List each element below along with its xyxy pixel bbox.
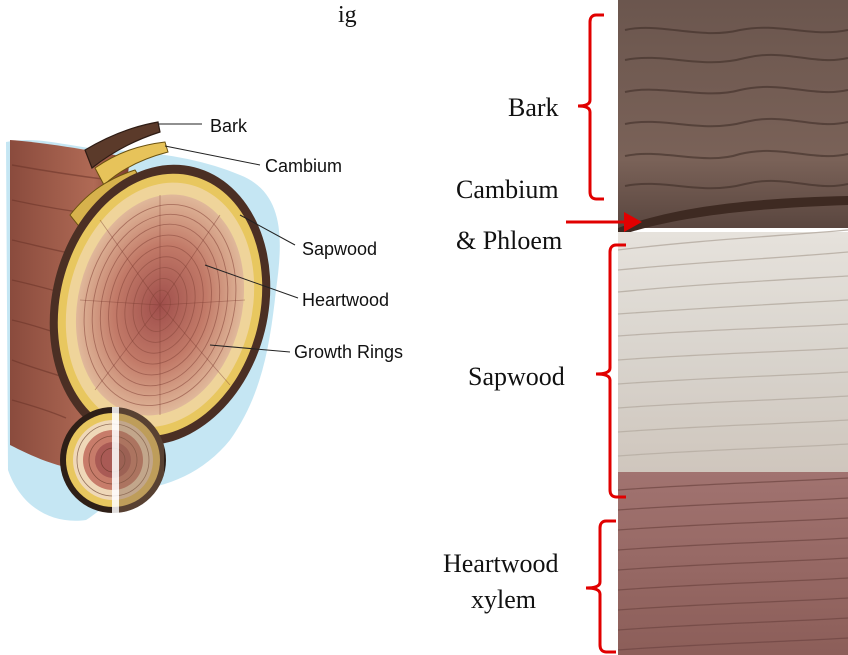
annotation-brackets xyxy=(566,15,626,652)
photo-sapwood-region xyxy=(618,232,848,472)
label-bark-right: Bark xyxy=(508,93,559,122)
small-cross-section xyxy=(60,407,166,513)
label-cambium-right-line2: & Phloem xyxy=(456,226,562,255)
label-heartwood-left: Heartwood xyxy=(302,290,389,310)
label-sapwood-left: Sapwood xyxy=(302,239,377,259)
label-heartwood-right-line1: Heartwood xyxy=(443,549,559,578)
label-cambium-right-line1: Cambium xyxy=(456,175,559,204)
bracket-bark xyxy=(578,15,604,199)
photo-bark-region xyxy=(618,0,848,228)
bracket-heartwood xyxy=(586,521,616,652)
label-bark-left: Bark xyxy=(210,116,248,136)
label-growth-rings-left: Growth Rings xyxy=(294,342,403,362)
log-illustration: Bark Cambium Sapwood Heartwood Growth Ri… xyxy=(6,116,403,521)
label-cambium-left: Cambium xyxy=(265,156,342,176)
label-sapwood-right: Sapwood xyxy=(468,362,565,391)
wood-photo xyxy=(618,0,848,655)
title-fragment: ig xyxy=(338,2,357,28)
label-heartwood-right-line2: xylem xyxy=(471,585,536,614)
